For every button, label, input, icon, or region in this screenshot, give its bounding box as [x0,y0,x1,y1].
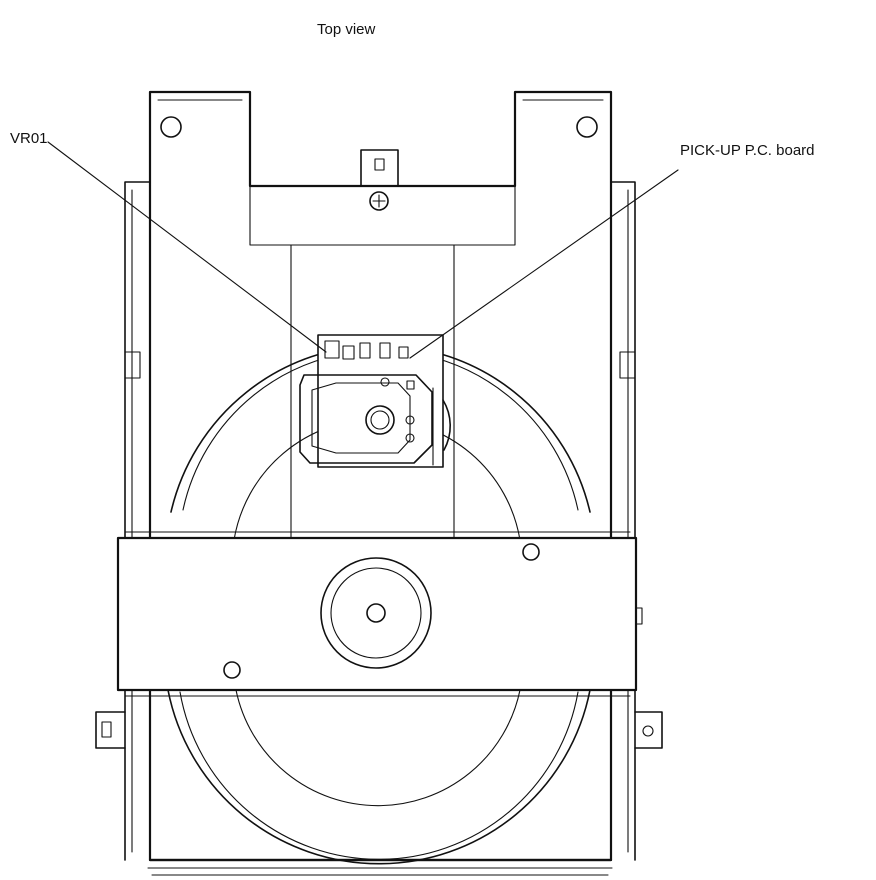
leader-lines [47,141,679,359]
clamper-bridge [116,531,638,697]
top-screw-tab [360,149,399,211]
bottom-side-tabs [95,711,663,749]
vr01-label: VR01 [10,130,48,147]
pickup-assembly [299,334,451,468]
view-title: Top view [317,21,376,38]
mounting-holes [160,116,598,138]
pickup-rails [290,244,455,539]
pickup-board-label: PICK-UP P.C. board [680,142,815,159]
